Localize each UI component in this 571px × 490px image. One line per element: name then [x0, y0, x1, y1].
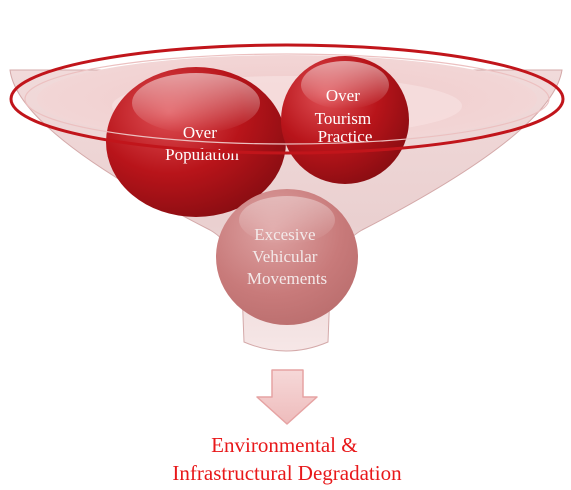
cause-label-line: Tourism [315, 109, 371, 128]
cause-ball-excessive-vehicular-movements: Excesive Vehicular Movements [216, 189, 358, 325]
funnel-rim [9, 43, 565, 155]
cause-label-line: Over [183, 123, 217, 142]
cause-label-line: Over [326, 86, 360, 105]
result-label-line: Infrastructural Degradation [172, 461, 402, 485]
result-label: Environmental & Infrastructural Degradat… [172, 433, 402, 485]
cause-label-line: Excesive [254, 225, 315, 244]
svg-text:Over Tourism P: Over Tourism Practice [315, 86, 376, 146]
funnel-rim-inner-line [24, 53, 550, 145]
down-arrow-icon [256, 369, 318, 425]
cause-ball-over-population: Over Population [106, 67, 286, 217]
cause-label-line: Movements [247, 269, 327, 288]
cause-label-line: Vehicular [252, 247, 317, 266]
result-label-line: Environmental & [211, 433, 357, 457]
svg-text:Excesive Vehicular: Excesive Vehicular Movements [247, 225, 327, 288]
cause-label-line: Practice [318, 127, 373, 146]
cause-ball-over-tourism-practice: Over Tourism Practice [281, 56, 409, 184]
